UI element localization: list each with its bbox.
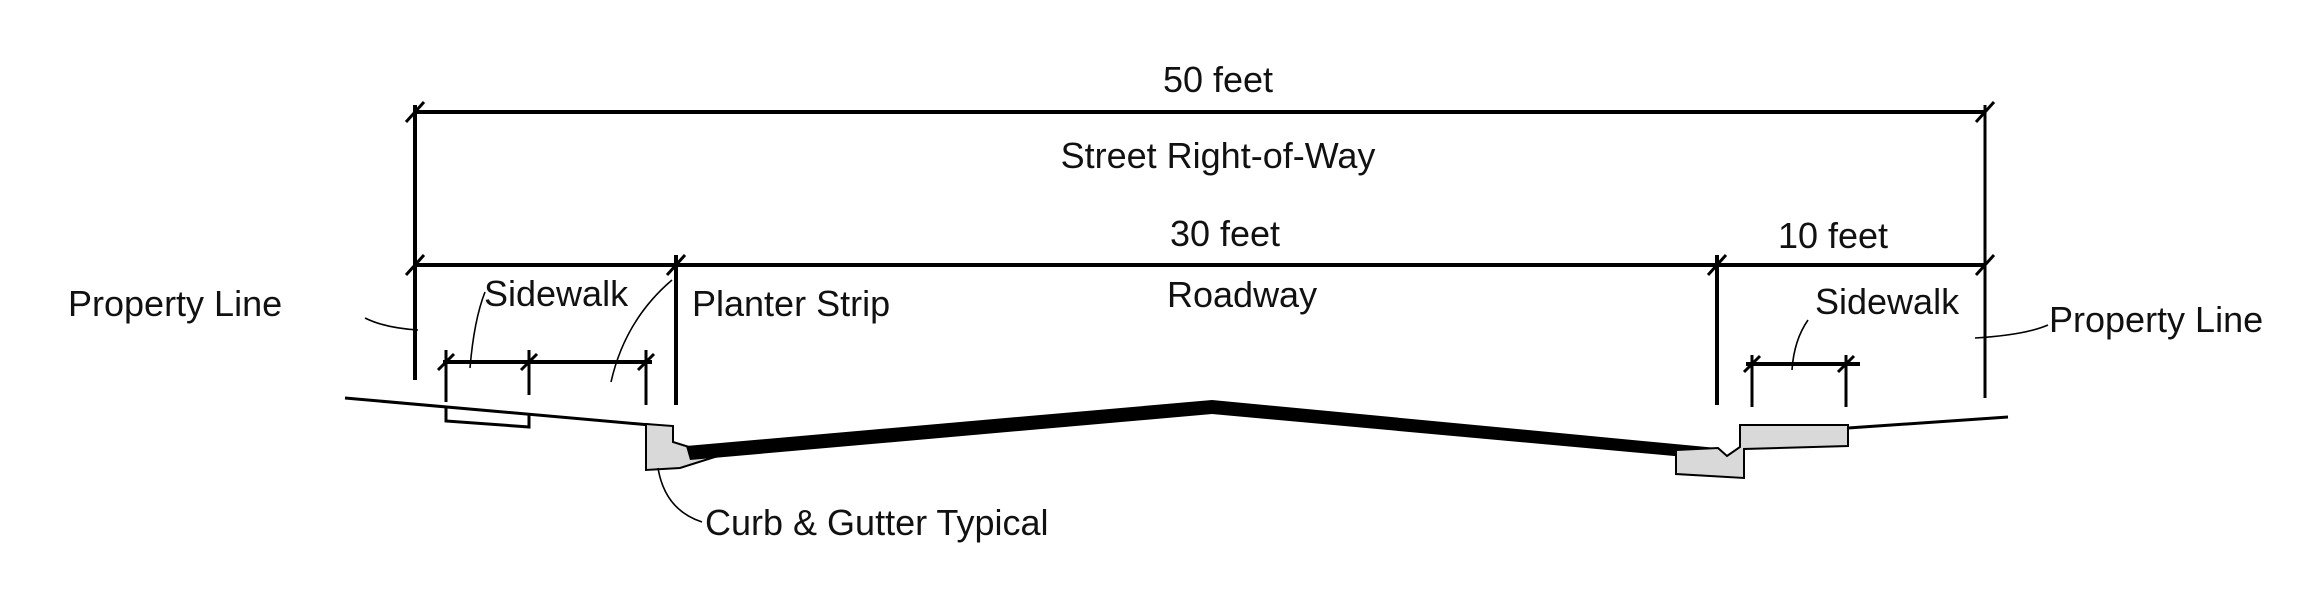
leader-lines — [364, 279, 2049, 523]
planter-strip-label: Planter Strip — [692, 283, 890, 324]
sidewalk-left-label: Sidewalk — [484, 273, 629, 314]
sidewalk-right-label: Sidewalk — [1815, 281, 1960, 322]
curb-gutter-label: Curb & Gutter Typical — [705, 502, 1048, 543]
ground-profile — [344, 396, 2009, 430]
right-side-width-label: 10 feet — [1778, 215, 1888, 256]
property-line-left-label: Property Line — [68, 283, 282, 324]
right-curb-gutter — [1675, 424, 1849, 480]
right-sidewalk-dimension — [1742, 354, 1860, 407]
roadway-width-label: 30 feet — [1170, 213, 1280, 254]
roadway-pavement — [686, 400, 1718, 460]
extension-lines — [413, 105, 1987, 405]
right-of-way-label: Street Right-of-Way — [1061, 135, 1376, 176]
property-line-right-label: Property Line — [2049, 299, 2263, 340]
overall-width-label: 50 feet — [1163, 59, 1273, 100]
roadway-dimension-line — [404, 253, 1996, 277]
roadway-label: Roadway — [1167, 274, 1317, 315]
overall-dimension-line — [404, 100, 1996, 124]
